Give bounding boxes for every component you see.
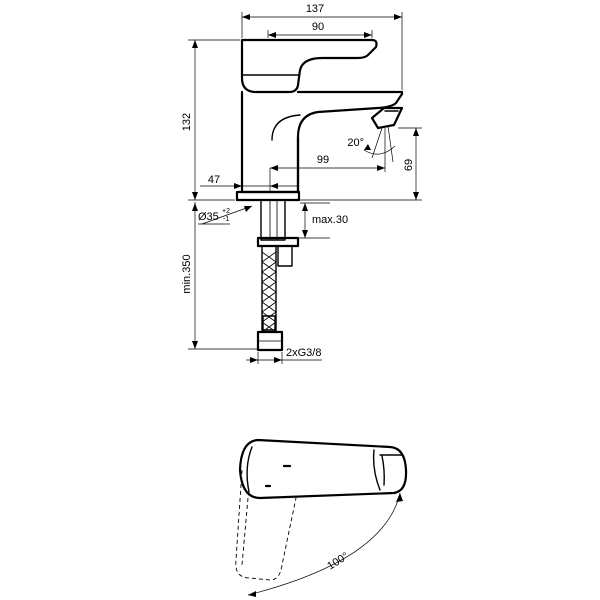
handle-top-outline xyxy=(238,438,408,500)
faucet-top-view: 100° xyxy=(235,438,408,597)
handle-lever xyxy=(240,38,378,94)
dim-body-offset: 47 xyxy=(208,174,220,186)
dim-overall-width: 137 xyxy=(306,3,324,15)
mounting-plate xyxy=(256,236,300,248)
mounting-assembly xyxy=(256,199,300,352)
braided-hose xyxy=(261,245,277,333)
mounting-nut xyxy=(277,245,293,267)
dim-spout-height: 69 xyxy=(403,159,415,171)
handle-rotated-inner xyxy=(241,497,249,566)
leader-hole xyxy=(201,205,253,225)
handle-top-inner xyxy=(246,446,253,493)
aerator xyxy=(370,106,404,130)
dim-hole-tol-upper: +2 xyxy=(222,208,230,215)
spout-bottom-curve xyxy=(271,114,301,141)
dim-handle-width: 90 xyxy=(312,21,324,33)
threaded-shank xyxy=(260,199,286,241)
dim-rotation-angle: 100° xyxy=(325,550,351,572)
dim-min-hose: min.350 xyxy=(181,254,193,293)
handle-rotated-outline xyxy=(235,469,297,581)
dim-spout-angle: 20° xyxy=(347,137,364,149)
base-flange xyxy=(235,190,301,202)
dim-height: 132 xyxy=(181,113,193,131)
rotation-arc xyxy=(247,492,401,596)
spout-top-outline xyxy=(372,449,403,491)
faucet-body xyxy=(240,90,404,194)
faucet-side-view xyxy=(235,38,404,202)
dim-hole-diameter: Ø35 xyxy=(198,211,219,223)
dim-max-deck: max.30 xyxy=(312,214,348,226)
dim-connection: 2xG3/8 xyxy=(286,347,321,359)
spout-top-inner xyxy=(381,455,385,486)
dim-hole-tol-lower: -1 xyxy=(223,216,229,223)
dimension-lines: 137 90 132 99 47 69 xyxy=(181,3,422,364)
hose-ferrule xyxy=(262,315,276,331)
dim-spout-reach: 99 xyxy=(317,154,329,166)
